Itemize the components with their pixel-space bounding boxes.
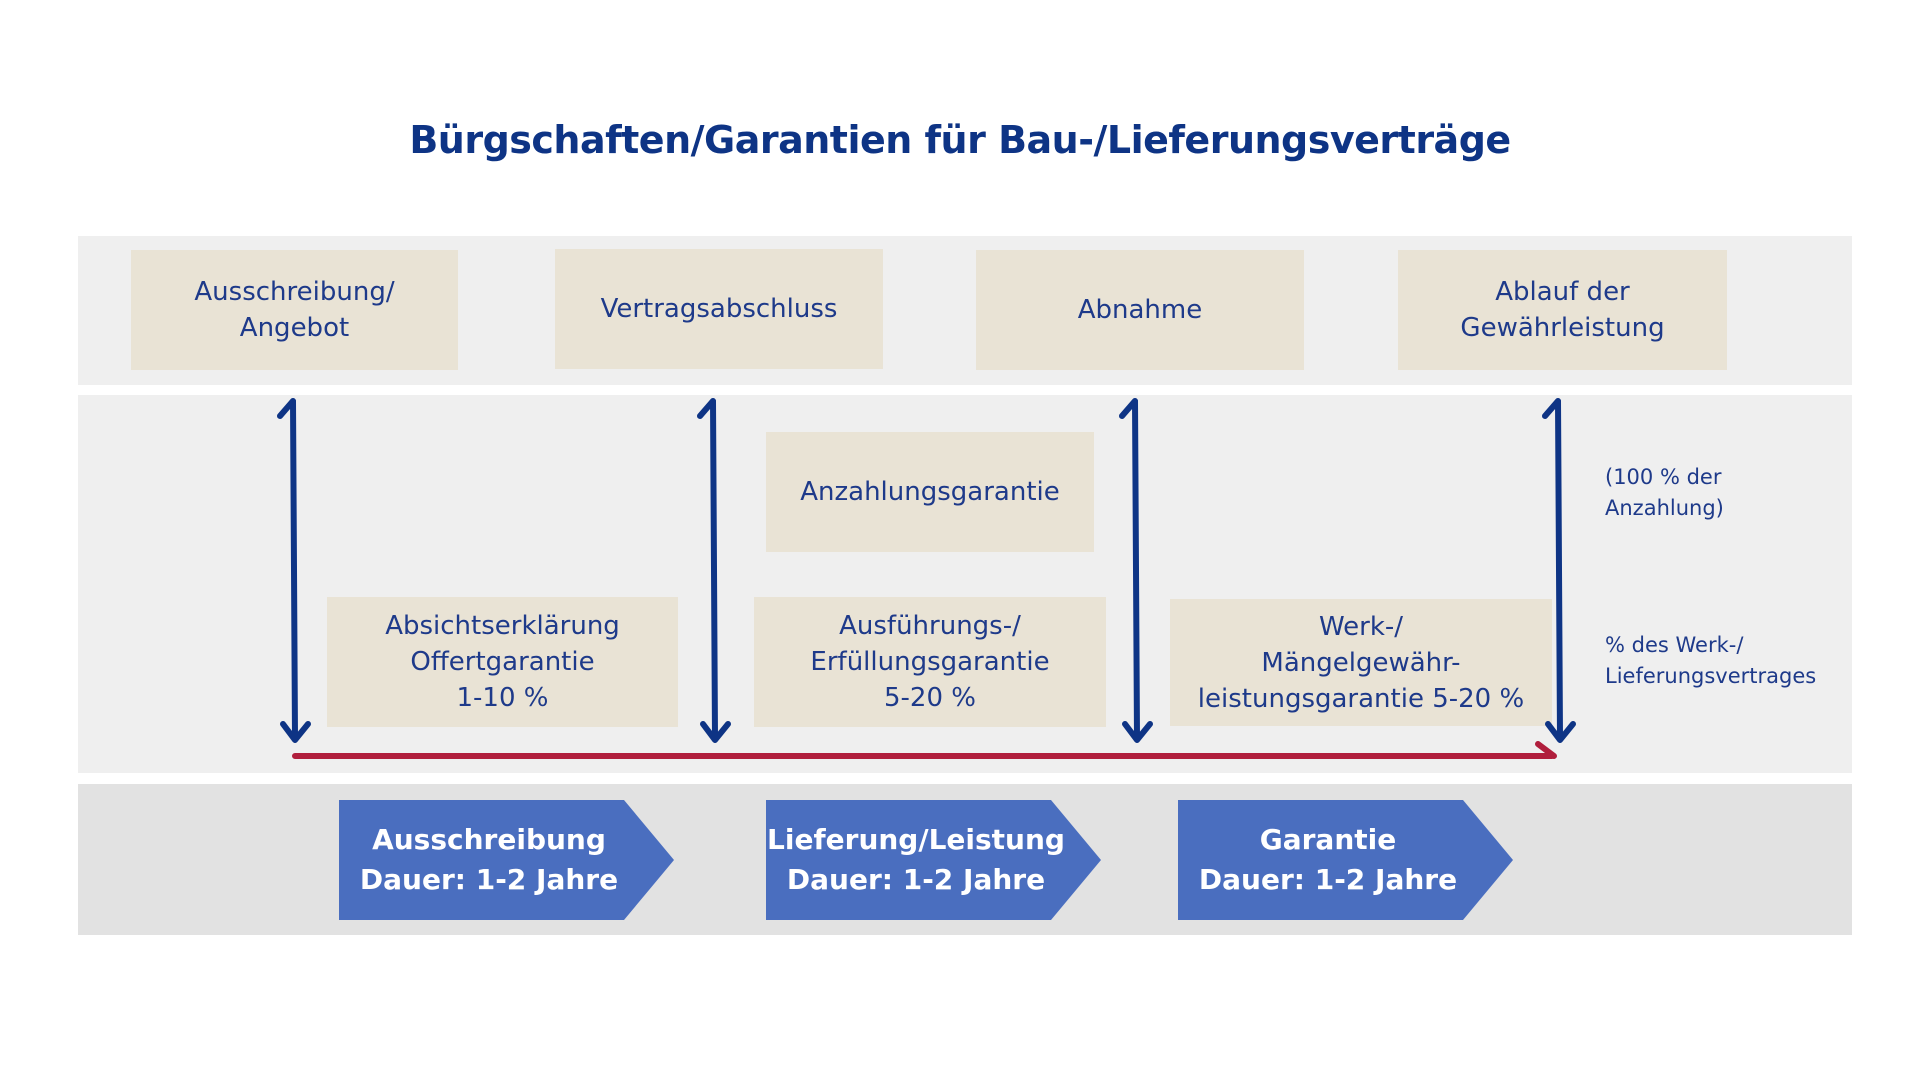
phase-chevron-lieferung: Lieferung/Leistung Dauer: 1-2 Jahre xyxy=(766,800,1101,920)
anzahlungsgarantie-box: Anzahlungsgarantie xyxy=(766,432,1094,552)
phase-chevron-garantie: Garantie Dauer: 1-2 Jahre xyxy=(1178,800,1513,920)
milestone-ausschreibung: Ausschreibung/ Angebot xyxy=(131,250,458,370)
phase-chevron-ausschreibung: Ausschreibung Dauer: 1-2 Jahre xyxy=(339,800,674,920)
maengelgewaehrleistung-box: Werk-/ Mängelgewähr- leistungsgarantie 5… xyxy=(1170,599,1552,726)
phase-label: Garantie Dauer: 1-2 Jahre xyxy=(1198,823,1458,896)
advance-percentage-note: (100 % der Anzahlung) xyxy=(1605,465,1724,520)
chevron-shape xyxy=(339,800,674,920)
chevron-shape xyxy=(766,800,1101,920)
diagram-title: Bürgschaften/Garantien für Bau-/Lieferun… xyxy=(409,118,1511,162)
contract-percentage-note: % des Werk-/ Lieferungsvertrages xyxy=(1605,633,1817,688)
phase-label: Lieferung/Leistung Dauer: 1-2 Jahre xyxy=(767,823,1065,896)
offertgarantie-box: Absichtserklärung Offertgarantie 1-10 % xyxy=(327,597,678,727)
chevron-shape xyxy=(1178,800,1513,920)
phase-label: Ausschreibung Dauer: 1-2 Jahre xyxy=(359,823,619,896)
milestone-abnahme: Abnahme xyxy=(976,250,1304,370)
milestone-ablauf-gewaehrleistung: Ablauf der Gewährleistung xyxy=(1398,250,1727,370)
erfuellungsgarantie-box: Ausführungs-/ Erfüllungsgarantie 5-20 % xyxy=(754,597,1106,727)
milestone-vertragsabschluss: Vertragsabschluss xyxy=(555,249,883,369)
